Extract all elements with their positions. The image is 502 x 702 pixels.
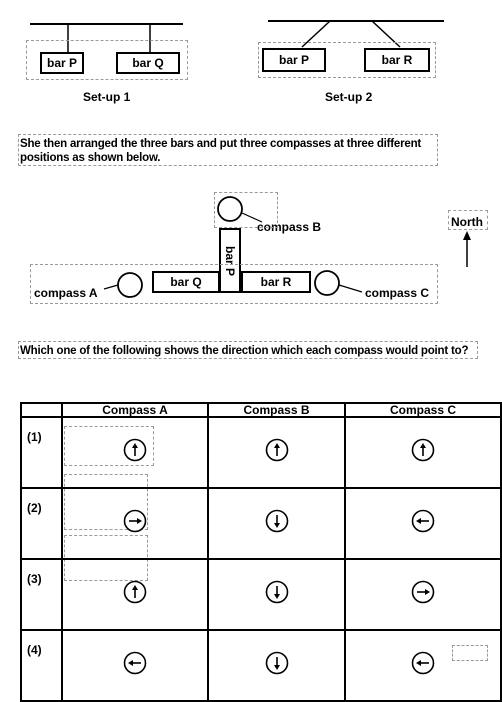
scan-box	[258, 42, 436, 78]
option-label: (1)	[20, 416, 63, 489]
scan-box	[30, 264, 438, 304]
compass-icon	[265, 438, 288, 462]
option-row-4[interactable]: (4)	[20, 629, 502, 702]
scan-box	[18, 134, 438, 166]
question-text: Which one of the following shows the dir…	[20, 345, 469, 357]
bar-r: bar R	[241, 271, 311, 293]
option-row-3[interactable]: (3)	[20, 558, 502, 631]
north-arrow-icon	[463, 231, 471, 267]
compass-b-label: compass B	[257, 220, 322, 234]
option-label: (3)	[20, 558, 63, 631]
compass-b-circle	[217, 196, 243, 222]
compass-needle-down	[273, 515, 280, 528]
compass-needle-right	[417, 589, 430, 595]
bar-p-vertical: bar P	[219, 228, 241, 293]
compass-icon	[123, 438, 147, 462]
setup2-label: Set-up 2	[325, 90, 373, 104]
setup1-bar-p: bar P	[40, 52, 84, 74]
compass-icon	[411, 509, 435, 533]
compass-icon	[265, 580, 288, 604]
compass-needle-down	[273, 586, 280, 599]
compass-icon	[265, 509, 288, 533]
setup2-bar-p: bar P	[262, 48, 326, 72]
header-compass-c: Compass C	[344, 402, 502, 418]
option-row-1[interactable]: (1)	[20, 416, 502, 489]
option-row-2[interactable]: (2)	[20, 487, 502, 560]
compass-needle-up	[132, 443, 138, 456]
option-label: (4)	[20, 629, 63, 702]
compass-needle-left	[416, 518, 429, 524]
compass-icon	[411, 580, 435, 604]
table-header-row: Compass A Compass B Compass C	[20, 402, 502, 418]
compass-icon	[411, 651, 435, 675]
instruction-text: She then arranged the three bars and put…	[20, 138, 422, 164]
compass-needle-right	[129, 518, 142, 524]
scan-box	[214, 192, 278, 228]
compass-c-circle	[314, 270, 340, 296]
compass-needle-up	[132, 585, 138, 598]
setup1-bar-q: bar Q	[116, 52, 180, 74]
compass-needle-up	[420, 443, 426, 456]
setup-diagram-lines	[30, 20, 444, 52]
setup1-label: Set-up 1	[83, 90, 131, 104]
header-blank	[20, 402, 63, 418]
options-table: Compass A Compass B Compass C (1) (2) (3…	[20, 402, 502, 702]
compass-needle-left	[416, 660, 429, 666]
option-label: (2)	[20, 487, 63, 560]
compass-needle-left	[128, 660, 141, 666]
compass-icon	[123, 509, 147, 533]
compass-needle-down	[273, 657, 280, 670]
compass-c-label: compass C	[365, 286, 430, 300]
scan-box	[26, 40, 188, 80]
compass-icon	[123, 651, 147, 675]
compass-icon	[123, 580, 147, 604]
header-compass-b: Compass B	[207, 402, 346, 418]
compass-needle-up	[273, 443, 280, 456]
compass-icon	[265, 651, 288, 675]
header-compass-a: Compass A	[61, 402, 209, 418]
compass-icon	[411, 438, 435, 462]
arrangement-diagram	[103, 196, 471, 298]
north-label: North	[451, 215, 483, 229]
scan-box	[448, 210, 488, 230]
compass-a-label: compass A	[34, 286, 98, 300]
scan-box	[18, 341, 478, 359]
setup2-bar-r: bar R	[364, 48, 430, 72]
